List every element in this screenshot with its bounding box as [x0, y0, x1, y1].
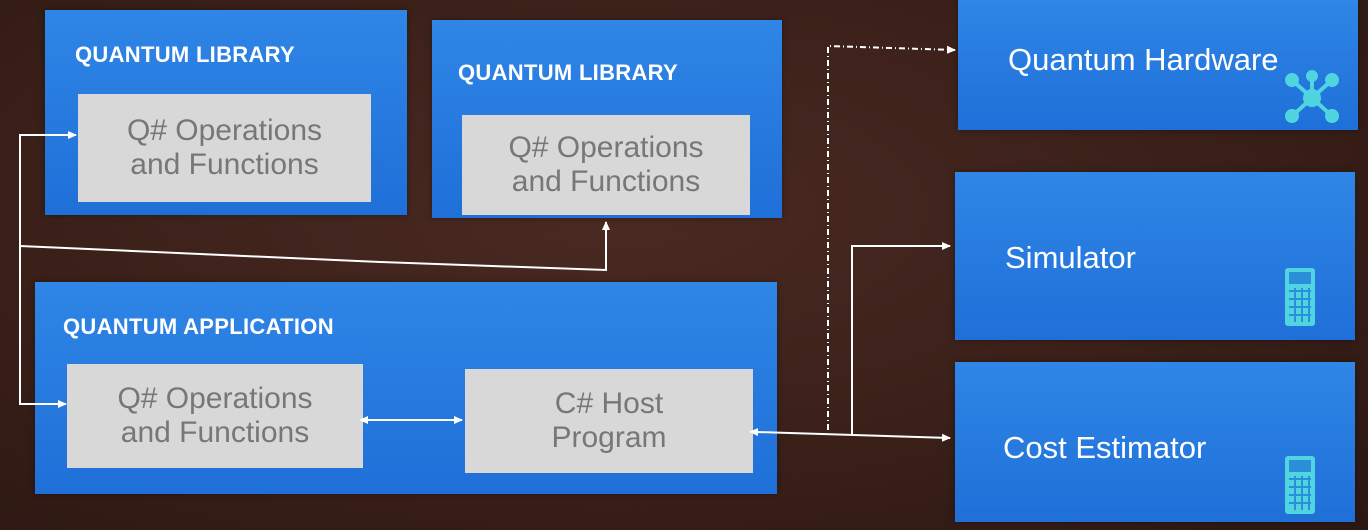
- host-estimator-connector: [749, 428, 951, 442]
- cost-estimator-target: Cost Estimator: [955, 362, 1355, 522]
- simulator-target: Simulator: [955, 172, 1355, 340]
- calculator-icon: [1285, 268, 1315, 326]
- quantum-library-title: QUANTUM LIBRARY: [458, 60, 678, 85]
- quantum-hardware-target: Quantum Hardware: [958, 0, 1358, 130]
- simulator-connector: [851, 242, 951, 434]
- quantum-application-box: QUANTUM APPLICATION Q# Operations and Fu…: [35, 282, 777, 494]
- quantum-application-title: QUANTUM APPLICATION: [63, 314, 334, 339]
- quantum-library-title: QUANTUM LIBRARY: [75, 42, 295, 67]
- library-operations-box: Q# Operations and Functions: [78, 94, 371, 202]
- hardware-connector: [827, 44, 956, 430]
- cost-estimator-label: Cost Estimator: [1003, 430, 1207, 465]
- quantum-library-box-2: QUANTUM LIBRARY Q# Operations and Functi…: [432, 20, 782, 218]
- network-node-icon: [1285, 70, 1339, 123]
- library-operations-box: Q# Operations and Functions: [462, 115, 750, 215]
- library2-connector: [19, 221, 610, 272]
- quantum-library-box-1: QUANTUM LIBRARY Q# Operations and Functi…: [45, 10, 407, 215]
- library1-connector: [19, 131, 77, 405]
- application-operations-box: Q# Operations and Functions: [67, 364, 363, 468]
- host-program-box: C# Host Program: [465, 369, 753, 473]
- calculator-icon: [1285, 456, 1315, 514]
- simulator-label: Simulator: [1005, 240, 1136, 275]
- quantum-hardware-label: Quantum Hardware: [1008, 42, 1279, 77]
